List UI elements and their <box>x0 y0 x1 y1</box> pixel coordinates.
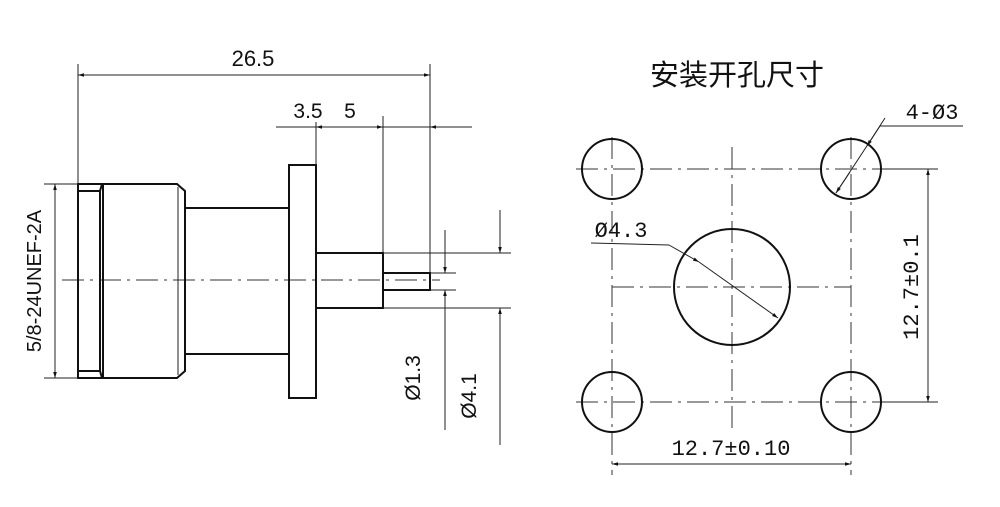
insulator-diameter-label: Ø4.1 <box>458 373 481 419</box>
flange-pin-dimension: 3.5 5 <box>276 100 472 253</box>
thread-dimension: 5/8-24UNEF-2A <box>24 183 78 379</box>
body-shaft <box>184 207 290 355</box>
mounting-cutout-view: 安装开孔尺寸 4-Ø3 Ø4.3 <box>576 59 963 475</box>
corner-hole <box>581 371 643 433</box>
pin-diameter-dimension: Ø1.3 <box>402 230 456 430</box>
cutout-title: 安装开孔尺寸 <box>650 59 824 92</box>
thread-spec-label: 5/8-24UNEF-2A <box>24 209 46 352</box>
insulator-diameter-dimension: Ø4.1 <box>383 210 511 445</box>
vertical-spacing-label: 12.7±0.1 <box>900 234 925 340</box>
vertical-spacing-dimension: 12.7±0.1 <box>882 168 938 403</box>
flange-dim-label: 3.5 <box>293 100 322 123</box>
pin-dim-label: 5 <box>344 100 356 123</box>
corner-hole-label: 4-Ø3 <box>906 101 959 126</box>
corner-hole <box>820 371 882 433</box>
center-hole-callout: Ø4.3 <box>590 219 779 319</box>
pin-diameter-label: Ø1.3 <box>402 355 425 401</box>
horizontal-spacing-label: 12.7±0.10 <box>672 437 791 462</box>
overall-length-dimension: 26.5 <box>77 46 431 272</box>
corner-hole-callout: 4-Ø3 <box>835 101 963 194</box>
overall-length-label: 26.5 <box>232 46 275 71</box>
center-pin <box>382 272 431 291</box>
corner-hole <box>581 138 643 200</box>
threaded-body <box>77 183 186 379</box>
center-hole <box>673 228 791 346</box>
mounting-flange <box>288 164 317 399</box>
connector-side-view: 26.5 3.5 5 5/8-24UNEF-2A Ø1.3 <box>24 46 511 445</box>
center-hole-label: Ø4.3 <box>595 219 648 244</box>
corner-hole <box>820 138 882 200</box>
horizontal-spacing-dimension: 12.7±0.10 <box>612 437 851 466</box>
